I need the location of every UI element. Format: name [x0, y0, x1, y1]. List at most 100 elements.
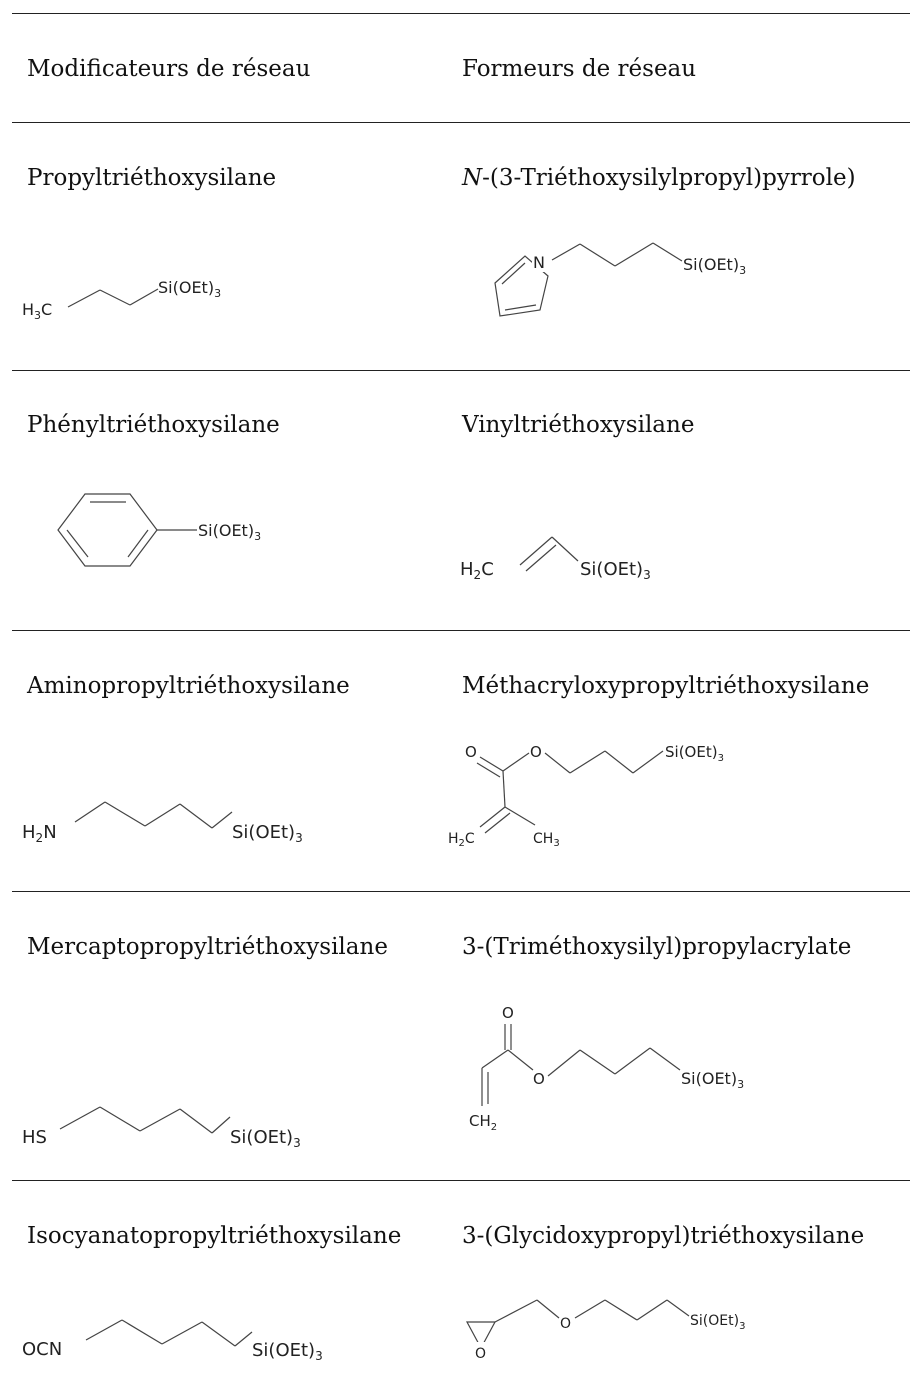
header-modifiers: Modificateurs de réseau	[27, 56, 311, 82]
atom-o-carbonyl: O	[502, 1004, 514, 1022]
structure-phenyltriethoxysilane: Si(OEt)3	[57, 493, 261, 567]
group-si-oet3: Si(OEt)3	[252, 1340, 323, 1363]
group-si-oet3: Si(OEt)3	[158, 278, 221, 300]
epoxide-ring	[465, 1321, 497, 1350]
group-si-oet3: Si(OEt)3	[665, 743, 724, 764]
bond	[649, 1047, 681, 1071]
bond	[614, 242, 654, 267]
table-top-rule	[12, 13, 910, 14]
group-si-oet3: Si(OEt)3	[232, 822, 303, 845]
header-bottom-rule	[12, 122, 910, 123]
double-bond	[66, 529, 89, 558]
bond	[179, 1108, 213, 1134]
former-name-methacryloxypropyltriethoxysilane: Méthacryloxypropyltriéthoxysilane	[462, 673, 870, 699]
double-bond	[501, 262, 526, 285]
header-formers: Formeurs de réseau	[462, 56, 697, 82]
former-name-trimethoxysilyl-propylacrylate: 3-(Triméthoxysilyl)propylacrylate	[462, 934, 852, 960]
bond	[121, 1319, 163, 1345]
atom-o-ester: O	[533, 1070, 545, 1088]
atom-h2n: H2N	[22, 822, 57, 845]
bond	[604, 1299, 638, 1321]
bond	[666, 1299, 690, 1317]
group-si-oet3: Si(OEt)3	[681, 1069, 744, 1091]
modifier-name-aminopropyltriethoxysilane: Aminopropyltriéthoxysilane	[27, 673, 350, 699]
bond	[551, 536, 579, 562]
bond	[211, 1116, 231, 1134]
atom-o-epoxide: O	[475, 1346, 486, 1362]
bond	[604, 750, 634, 774]
bond	[74, 801, 106, 823]
bond	[234, 1331, 253, 1347]
modifier-name-mercaptopropyltriethoxysilane: Mercaptopropyltriéthoxysilane	[27, 934, 388, 960]
group-ocn: OCN	[22, 1339, 62, 1360]
row-rule	[12, 370, 910, 371]
former-name-glycidoxypropyl-triethoxysilane: 3-(Glycidoxypropyl)triéthoxysilane	[462, 1223, 865, 1249]
former-name-rest: -(3-Triéthoxysilylpropyl)pyrrole)	[482, 165, 856, 191]
bond	[502, 752, 530, 772]
bond	[99, 1106, 141, 1132]
bond	[632, 750, 664, 774]
modifier-name-phenyltriethoxysilane: Phényltriéthoxysilane	[27, 412, 280, 438]
benzene-ring	[57, 493, 158, 567]
bond	[99, 289, 131, 306]
structure-triethoxysilylpropyl-pyrrole: N Si(OEt)3	[494, 242, 746, 317]
double-bond	[479, 806, 506, 828]
group-si-oet3: Si(OEt)3	[580, 559, 651, 582]
bond	[161, 1321, 203, 1345]
atom-h3c: H3C	[22, 300, 52, 322]
group-si-oet3: Si(OEt)3	[198, 521, 261, 543]
structure-trimethoxysilyl-propylacrylate: O O Si(OEt)3 CH2	[469, 1004, 744, 1133]
bond	[494, 1299, 538, 1323]
structure-methacryloxypropyltriethoxysilane: O O Si(OEt)3 H2C CH3	[448, 743, 724, 849]
former-name-triethoxysilylpropyl-pyrrole: N-(3-Triéthoxysilylpropyl)pyrrole)	[462, 165, 856, 191]
bond	[129, 288, 159, 306]
double-bond	[519, 536, 553, 566]
modifier-name-propyltriethoxysilane: Propyltriéthoxysilane	[27, 165, 277, 191]
structure-glycidoxypropyl-triethoxysilane: O O Si(OEt)3	[465, 1299, 745, 1362]
bond	[579, 243, 616, 267]
row-rule	[12, 891, 910, 892]
double-bond	[127, 529, 149, 558]
bond	[569, 750, 606, 774]
structure-mercaptopropyltriethoxysilane: HS Si(OEt)3	[22, 1106, 301, 1150]
bond	[144, 803, 181, 827]
former-name-vinyltriethoxysilane: Vinyltriéthoxysilane	[462, 412, 695, 438]
bond	[201, 1321, 236, 1347]
atom-n: N	[533, 253, 545, 272]
bond	[574, 1299, 606, 1319]
bond	[59, 1106, 101, 1130]
bond	[104, 801, 146, 827]
modifier-name-isocyanatopropyltriethoxysilane: Isocyanatopropyltriéthoxysilane	[27, 1223, 402, 1249]
atom-o-ester: O	[530, 743, 542, 761]
double-bond	[504, 304, 537, 311]
atom-h2c: H2C	[460, 559, 494, 582]
atom-hs: HS	[22, 1127, 47, 1148]
double-bond	[484, 812, 511, 834]
pyrrole-ring	[494, 255, 549, 317]
bond	[481, 1049, 509, 1069]
former-name-italic-n: N	[462, 165, 483, 191]
row-rule	[12, 630, 910, 631]
atom-h2c: H2C	[448, 831, 475, 849]
bond	[652, 242, 683, 262]
double-bond	[476, 762, 501, 778]
group-si-oet3: Si(OEt)3	[683, 255, 746, 277]
bond	[636, 1299, 668, 1321]
bond	[179, 803, 213, 829]
bond	[614, 1047, 651, 1075]
structure-aminopropyltriethoxysilane: H2N Si(OEt)3	[22, 801, 303, 845]
bond	[536, 1299, 560, 1319]
atom-o-carbonyl: O	[465, 743, 477, 761]
bond	[85, 1319, 123, 1341]
structure-isocyanatopropyltriethoxysilane: OCN Si(OEt)3	[22, 1319, 323, 1363]
bond	[139, 1108, 181, 1132]
bond	[504, 806, 536, 826]
bond	[551, 243, 581, 261]
atom-ch2: CH2	[469, 1112, 497, 1133]
atom-o-ether: O	[560, 1316, 571, 1332]
double-bond	[479, 756, 504, 772]
row-rule	[12, 1180, 910, 1181]
bond	[502, 770, 506, 808]
group-ch3: CH3	[533, 831, 560, 849]
bond	[67, 289, 101, 308]
